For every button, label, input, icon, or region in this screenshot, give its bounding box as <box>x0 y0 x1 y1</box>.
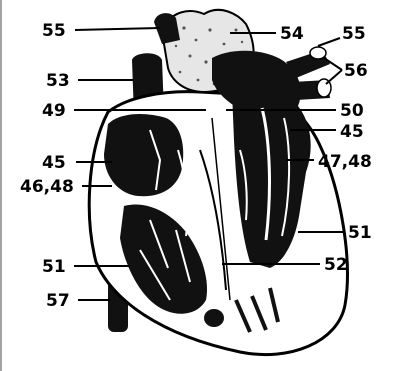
label-52: 52 <box>324 255 348 275</box>
label-54: 54 <box>280 24 304 44</box>
label-45-right: 45 <box>340 122 364 142</box>
label-56: 56 <box>344 61 368 81</box>
label-51-right: 51 <box>348 223 372 243</box>
pulmonary-vein-opening-1 <box>310 47 326 59</box>
leader-55a <box>75 28 160 30</box>
label-49: 49 <box>42 101 66 121</box>
leader-56b <box>326 70 342 84</box>
label-55-right: 55 <box>342 24 366 44</box>
heart-illustration <box>89 10 347 355</box>
label-47-48: 47,48 <box>318 152 372 172</box>
label-57: 57 <box>46 291 70 311</box>
papillary-muscle-2 <box>190 290 206 302</box>
right-atrium <box>104 114 183 196</box>
label-50: 50 <box>340 101 364 121</box>
papillary-muscle-1 <box>204 309 224 327</box>
label-51-left: 51 <box>42 257 66 277</box>
label-55-left: 55 <box>42 21 66 41</box>
label-53: 53 <box>46 71 70 91</box>
label-45-left: 45 <box>42 153 66 173</box>
leader-55b <box>318 38 340 46</box>
label-46-48: 46,48 <box>20 177 74 197</box>
